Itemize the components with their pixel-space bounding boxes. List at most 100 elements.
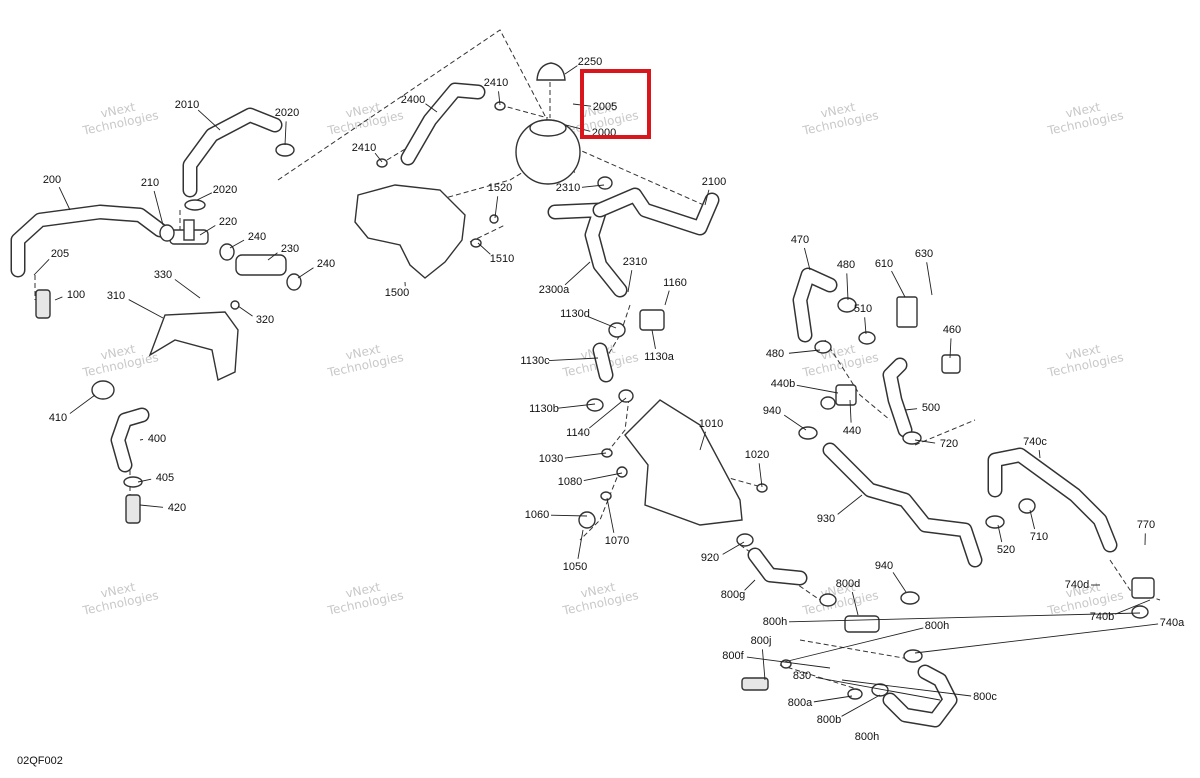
part-label-405: 405 xyxy=(156,472,174,484)
part-label-800a: 800a xyxy=(788,697,813,709)
leader-line xyxy=(588,316,617,329)
part-label-1050: 1050 xyxy=(563,561,587,573)
leader-line xyxy=(494,196,499,219)
part-label-630: 630 xyxy=(915,248,933,260)
watermark: vNextTechnologies xyxy=(798,95,880,138)
part-label-800b: 800b xyxy=(817,714,841,726)
leader-line xyxy=(744,579,756,591)
part-label-2020: 2020 xyxy=(213,184,237,196)
part-label-480: 480 xyxy=(837,259,855,271)
part-label-800c: 800c xyxy=(973,691,997,703)
leader-line xyxy=(803,247,811,271)
part-label-1070: 1070 xyxy=(605,535,629,547)
part-label-410: 410 xyxy=(49,412,67,424)
watermark: vNextTechnologies xyxy=(78,337,160,380)
part-label-740c: 740c xyxy=(1023,436,1047,448)
part-label-2310: 2310 xyxy=(623,256,647,268)
part-label-200: 200 xyxy=(43,174,61,186)
part-label-2410: 2410 xyxy=(352,142,376,154)
leader-line xyxy=(864,317,867,335)
leader-line xyxy=(891,270,906,298)
leader-line xyxy=(498,91,501,106)
part-label-940: 940 xyxy=(875,560,893,572)
part-label-310: 310 xyxy=(107,290,125,302)
leader-line xyxy=(841,694,881,717)
part-label-940: 940 xyxy=(763,405,781,417)
part-label-610: 610 xyxy=(875,258,893,270)
leader-line xyxy=(949,338,952,359)
part-label-1080: 1080 xyxy=(558,476,582,488)
part-label-240: 240 xyxy=(317,258,335,270)
leader-line xyxy=(33,258,50,276)
part-label-230: 230 xyxy=(281,243,299,255)
bracket-310 xyxy=(148,311,239,382)
leader-line xyxy=(761,649,766,681)
watermark: vNextTechnologies xyxy=(78,95,160,138)
part-label-470: 470 xyxy=(791,234,809,246)
watermark: vNextTechnologies xyxy=(1043,95,1125,138)
valve-460 xyxy=(941,354,961,374)
leader-line xyxy=(229,239,245,249)
leader-line xyxy=(914,623,1159,654)
part-label-1140: 1140 xyxy=(566,427,590,439)
leader-line xyxy=(904,408,918,411)
leader-line xyxy=(606,497,615,533)
hose-layer xyxy=(10,82,1118,728)
part-label-800j: 800j xyxy=(751,635,772,647)
leader-line xyxy=(196,192,213,201)
part-label-1020: 1020 xyxy=(745,449,769,461)
part-label-740b: 740b xyxy=(1090,611,1114,623)
leader-line xyxy=(997,524,1003,543)
leader-line xyxy=(583,472,623,482)
part-label-2310: 2310 xyxy=(556,182,580,194)
part-label-2020: 2020 xyxy=(275,107,299,119)
part-label-930: 930 xyxy=(817,513,835,525)
hose-740c xyxy=(987,447,1118,553)
part-label-440b: 440b xyxy=(771,378,795,390)
part-label-920: 920 xyxy=(701,552,719,564)
part-label-2250: 2250 xyxy=(578,56,602,68)
part-label-2005: 2005 xyxy=(593,101,617,113)
leader-line xyxy=(284,121,287,146)
fitting-440 xyxy=(835,384,857,406)
leader-line xyxy=(1029,509,1036,530)
part-label-205: 205 xyxy=(51,248,69,260)
part-label-800f: 800f xyxy=(722,650,744,662)
leader-line xyxy=(783,414,807,431)
part-label-440: 440 xyxy=(843,425,861,437)
leader-line xyxy=(841,679,972,697)
leader-line xyxy=(746,656,831,669)
part-label-1510: 1510 xyxy=(490,253,514,265)
leader-line xyxy=(54,296,63,301)
part-label-1010: 1010 xyxy=(699,418,723,430)
leader-line xyxy=(837,494,863,515)
leader-line xyxy=(589,397,627,429)
leader-line xyxy=(69,394,96,414)
part-label-320: 320 xyxy=(256,314,274,326)
leader-line xyxy=(297,267,314,279)
leader-line xyxy=(550,514,588,517)
part-label-800h: 800h xyxy=(763,616,787,628)
leader-line xyxy=(788,349,821,354)
part-label-500: 500 xyxy=(922,402,940,414)
part-label-830: 830 xyxy=(793,670,811,682)
leader-line xyxy=(851,591,859,616)
leader-line xyxy=(374,152,383,163)
part-label-770: 770 xyxy=(1137,519,1155,531)
leader-line xyxy=(564,261,591,286)
part-label-720: 720 xyxy=(940,438,958,450)
part-label-520: 520 xyxy=(997,544,1015,556)
part-label-2010: 2010 xyxy=(175,99,199,111)
leader-line xyxy=(813,695,853,703)
leader-line xyxy=(58,187,71,211)
part-label-330: 330 xyxy=(154,269,172,281)
leader-line xyxy=(849,399,852,423)
leader-line xyxy=(914,439,936,444)
leader-line xyxy=(199,225,216,236)
part-label-1060: 1060 xyxy=(525,509,549,521)
leader-line xyxy=(796,384,839,394)
leader-line xyxy=(783,627,924,663)
part-label-1030: 1030 xyxy=(539,453,563,465)
part-label-400: 400 xyxy=(148,433,166,445)
